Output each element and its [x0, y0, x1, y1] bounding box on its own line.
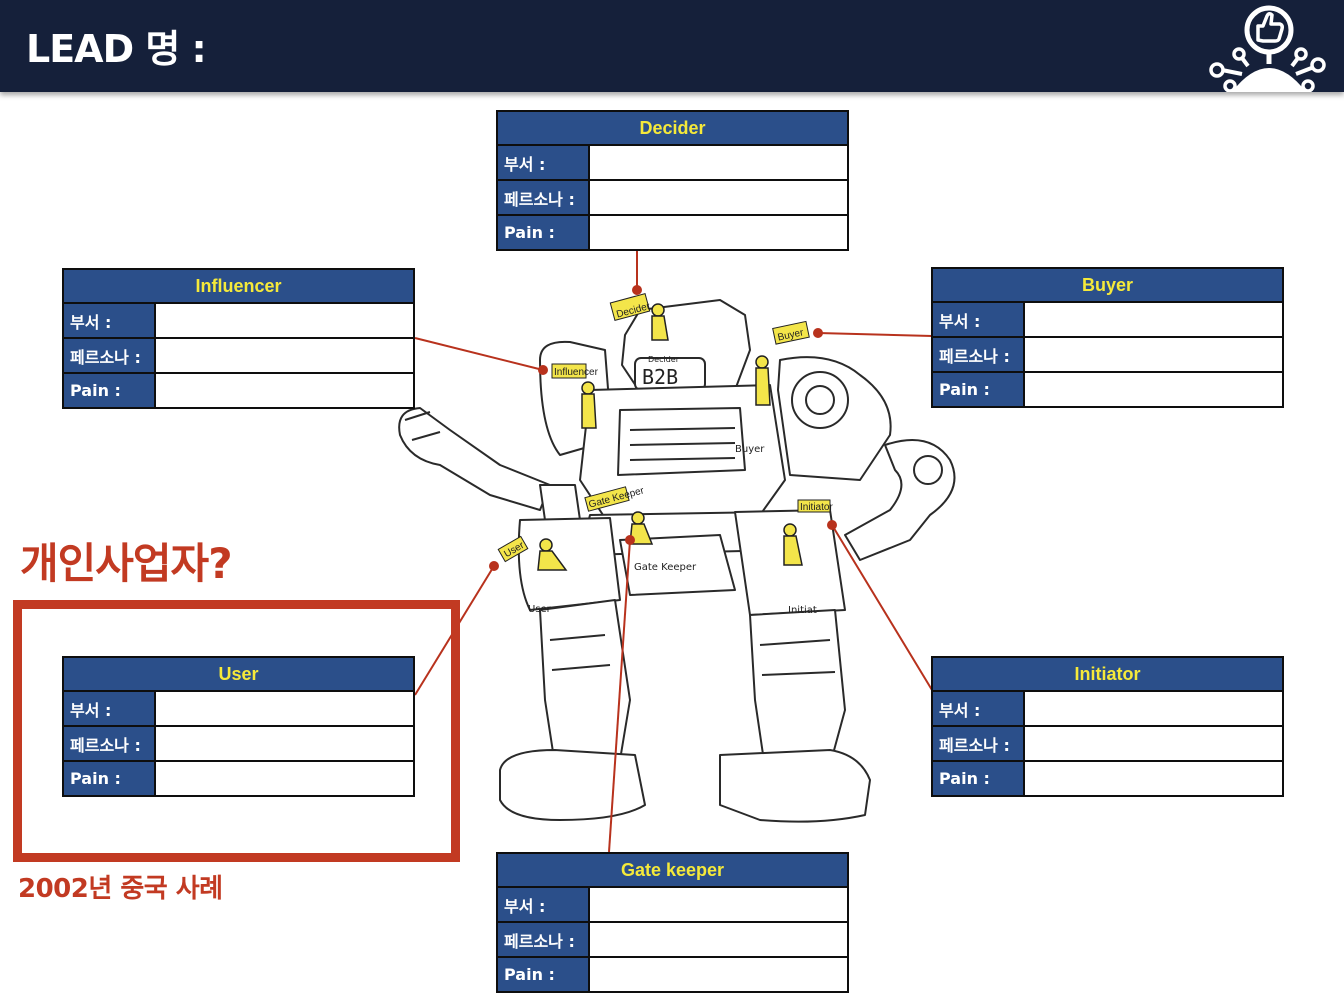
buyer-title: Buyer	[933, 269, 1282, 303]
gatekeeper-hand-label: Gate Keeper	[634, 562, 697, 573]
persona-label: 페르소나 :	[498, 181, 590, 214]
department-field[interactable]	[1025, 303, 1282, 336]
pain-field[interactable]	[590, 216, 847, 249]
pain-field[interactable]	[156, 762, 413, 795]
persona-label: 페르소나 :	[64, 339, 156, 372]
initiator-sign: Initiator	[797, 499, 833, 513]
robot-illustration: B2B Decider Buyer Influencer Gate Keeper…	[398, 293, 956, 823]
svg-text:Buyer: Buyer	[777, 327, 805, 343]
pain-label: Pain :	[498, 958, 590, 991]
pain-field[interactable]	[1025, 373, 1282, 406]
department-field[interactable]	[1025, 692, 1282, 725]
department-label: 부서 :	[64, 692, 156, 725]
decider-hand-label: Decider	[648, 355, 680, 364]
gatekeeper-table: Gate keeper 부서 : 페르소나 : Pain :	[496, 852, 849, 993]
initiator-title: Initiator	[933, 658, 1282, 692]
department-label: 부서 :	[64, 304, 156, 337]
persona-field[interactable]	[156, 339, 413, 372]
pain-label: Pain :	[64, 374, 156, 407]
sole-proprietor-question: 개인사업자?	[20, 539, 233, 588]
persona-field[interactable]	[590, 181, 847, 214]
pain-label: Pain :	[498, 216, 590, 249]
persona-label: 페르소나 :	[933, 727, 1025, 760]
initiator-hand-label: Initiat	[788, 605, 817, 616]
chest-label: B2B	[642, 365, 678, 389]
influencer-title: Influencer	[64, 270, 413, 304]
page-title: LEAD 명 :	[26, 27, 207, 71]
svg-text:Initiator: Initiator	[800, 502, 833, 513]
decider-title: Decider	[498, 112, 847, 146]
pain-field[interactable]	[590, 958, 847, 991]
pain-label: Pain :	[64, 762, 156, 795]
persona-field[interactable]	[1025, 338, 1282, 371]
pain-label: Pain :	[933, 373, 1025, 406]
influencer-sign: Influencer	[551, 363, 599, 379]
user-title: User	[64, 658, 413, 692]
department-field[interactable]	[156, 692, 413, 725]
persona-label: 페르소나 :	[498, 923, 590, 956]
people-figures	[537, 303, 803, 571]
department-label: 부서 :	[498, 888, 590, 921]
department-field[interactable]	[590, 888, 847, 921]
department-label: 부서 :	[933, 692, 1025, 725]
decider-sign: Decider	[609, 293, 652, 321]
persona-field[interactable]	[156, 727, 413, 760]
pain-label: Pain :	[933, 762, 1025, 795]
svg-text:Influencer: Influencer	[554, 367, 599, 378]
buyer-table: Buyer 부서 : 페르소나 : Pain :	[931, 267, 1284, 408]
gatekeeper-title: Gate keeper	[498, 854, 847, 888]
pain-field[interactable]	[156, 374, 413, 407]
buyer-sign: Buyer	[772, 320, 810, 345]
highlight-box	[13, 600, 460, 862]
department-field[interactable]	[590, 146, 847, 179]
influencer-table: Influencer 부서 : 페르소나 : Pain :	[62, 268, 415, 409]
thumbs-up-network-icon	[1209, 5, 1326, 92]
department-field[interactable]	[156, 304, 413, 337]
decider-table: Decider 부서 : 페르소나 : Pain :	[496, 110, 849, 251]
initiator-table: Initiator 부서 : 페르소나 : Pain :	[931, 656, 1284, 797]
case-caption: 2002년 중국 사례	[18, 874, 223, 904]
persona-field[interactable]	[590, 923, 847, 956]
persona-label: 페르소나 :	[64, 727, 156, 760]
department-label: 부서 :	[498, 146, 590, 179]
header-bar: LEAD 명 :	[0, 0, 1344, 92]
pain-field[interactable]	[1025, 762, 1282, 795]
persona-field[interactable]	[1025, 727, 1282, 760]
department-label: 부서 :	[933, 303, 1025, 336]
user-hand-label: User	[528, 604, 552, 615]
user-table: User 부서 : 페르소나 : Pain :	[62, 656, 415, 797]
buyer-hand-label: Buyer	[735, 444, 765, 455]
persona-label: 페르소나 :	[933, 338, 1025, 371]
